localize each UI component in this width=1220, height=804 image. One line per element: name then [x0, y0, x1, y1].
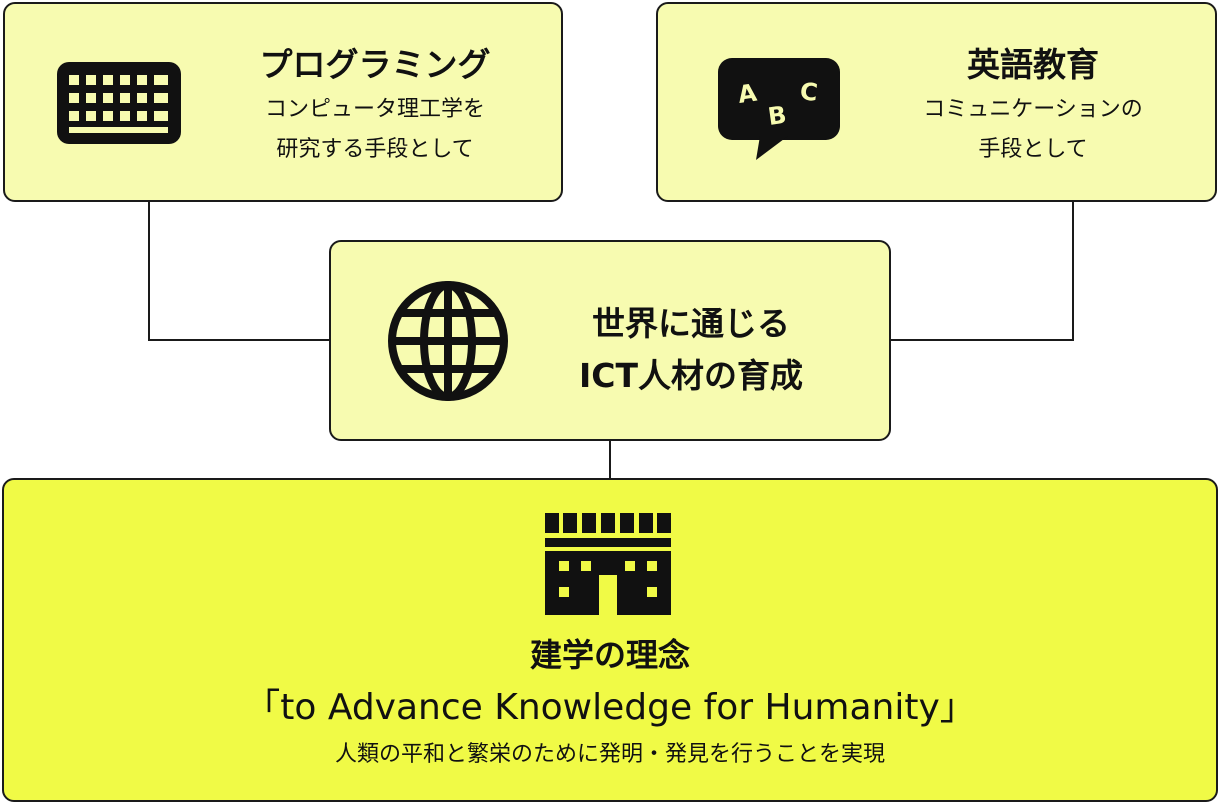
connector-programming-horizontal — [148, 339, 330, 341]
university-building-icon — [545, 513, 671, 619]
programming-description-line1: コンピュータ理工学を — [264, 97, 485, 122]
ict-title: 世界に通じる ICT人材の育成 — [521, 298, 861, 402]
ict-title-line2: ICT人材の育成 — [578, 356, 803, 395]
programming-title: プログラミング — [259, 45, 491, 84]
philosophy-description: 人類の平和と繁栄のために発明・発見を行うことを実現 — [334, 742, 885, 767]
keyboard-icon — [57, 62, 181, 148]
globe-icon — [386, 279, 510, 407]
programming-description: コンピュータ理工学を 研究する手段として — [205, 90, 545, 170]
english-description-line2: 手段として — [978, 137, 1088, 162]
english-title: 英語教育 — [967, 45, 1099, 84]
connector-ict-to-philosophy — [609, 441, 611, 479]
abc-letter-a: A — [736, 79, 759, 109]
english-description: コミュニケーションの 手段として — [868, 90, 1198, 170]
abc-speech-bubble-icon: A B C — [716, 56, 842, 166]
abc-letter-c: C — [799, 77, 819, 107]
english-description-line1: コミュニケーションの — [923, 97, 1143, 122]
programming-description-line2: 研究する手段として — [276, 137, 474, 162]
ict-talent-card: 世界に通じる ICT人材の育成 — [329, 240, 891, 441]
abc-letter-b: B — [766, 101, 788, 131]
connector-english-vertical — [1072, 202, 1074, 341]
programming-card: プログラミング コンピュータ理工学を 研究する手段として — [3, 2, 563, 202]
philosophy-motto: 「to Advance Knowledge for Humanity」 — [244, 687, 976, 728]
connector-programming-vertical — [148, 202, 150, 341]
connector-english-horizontal — [890, 339, 1074, 341]
ict-title-line1: 世界に通じる — [592, 304, 790, 343]
english-education-card: A B C 英語教育 コミュニケーションの 手段として — [656, 2, 1217, 202]
philosophy-heading: 建学の理念 — [529, 636, 690, 674]
founding-philosophy-card: 建学の理念 「to Advance Knowledge for Humanity… — [2, 478, 1218, 802]
